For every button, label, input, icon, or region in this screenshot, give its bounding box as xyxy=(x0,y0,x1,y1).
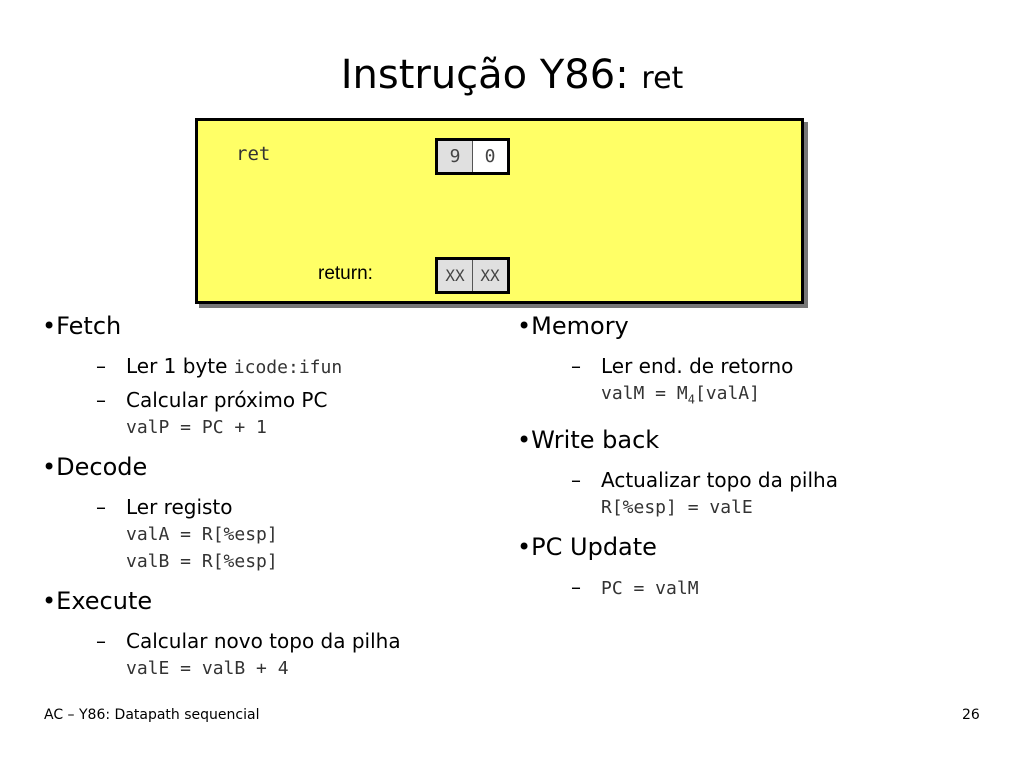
slide-title: Instrução Y86: ret xyxy=(0,52,1024,98)
dash: – xyxy=(96,388,106,412)
stage-pcupdate: •PC Update xyxy=(517,532,657,561)
dash: – xyxy=(571,467,581,492)
memory-step-1: – Ler end. de retorno valM = M4[valA] xyxy=(517,353,838,414)
decode-step-1-text: Ler registo xyxy=(126,495,233,519)
memory-code-b: [valA] xyxy=(694,383,760,404)
memory-code-sub: 4 xyxy=(687,392,695,407)
stage-writeback: •Write back xyxy=(517,425,660,454)
stage-memory: •Memory xyxy=(517,312,629,340)
instruction-mnemonic: ret xyxy=(236,143,271,165)
title-rest: ret xyxy=(641,61,684,96)
return-byte-2: XX xyxy=(473,260,507,291)
memory-step-1-code: valM = M4[valA] xyxy=(601,380,838,414)
return-byte-1: XX xyxy=(438,260,473,291)
dash: – xyxy=(96,495,106,519)
right-column: •Memory – Ler end. de retorno valM = M4[… xyxy=(517,310,838,608)
fetch-step-1-text: Ler 1 byte xyxy=(126,354,234,378)
left-column: •Fetch – Ler 1 byte icode:ifun – Calcula… xyxy=(42,310,401,688)
dash: – xyxy=(571,354,581,378)
title-main: Instrução Y86: xyxy=(340,52,642,98)
writeback-step-1-text: Actualizar topo da pilha xyxy=(601,467,838,492)
opcode-bytes: 9 0 xyxy=(435,138,510,175)
opcode-byte-icode: 9 xyxy=(438,141,473,172)
fetch-step-1-code: icode:ifun xyxy=(233,357,343,378)
writeback-step-1-code: R[%esp] = valE xyxy=(601,496,753,518)
decode-step-1-code-a: valA = R[%esp] xyxy=(126,524,278,545)
fetch-step-2-code: valP = PC + 1 xyxy=(126,417,267,438)
stage-decode: •Decode xyxy=(42,453,148,481)
memory-code-a: valM = M xyxy=(601,383,688,404)
fetch-step-2: – Calcular próximo PC valP = PC + 1 xyxy=(42,387,401,441)
stage-fetch: •Fetch xyxy=(42,312,122,340)
memory-step-1-text: Ler end. de retorno xyxy=(601,354,794,378)
stage-execute: •Execute xyxy=(42,587,153,615)
opcode-byte-ifun: 0 xyxy=(473,141,507,172)
pcupdate-step-1: – PC = valM xyxy=(517,574,838,602)
pcupdate-step-1-code: PC = valM xyxy=(601,577,699,599)
page-number: 26 xyxy=(962,707,980,723)
execute-step-1-text: Calcular novo topo da pilha xyxy=(126,629,401,653)
execute-step-1-code: valE = valB + 4 xyxy=(126,658,289,679)
fetch-step-2-text: Calcular próximo PC xyxy=(126,388,328,412)
dash: – xyxy=(96,354,106,378)
return-bytes: XX XX xyxy=(435,257,510,294)
execute-step-1: – Calcular novo topo da pilha valE = val… xyxy=(42,628,401,682)
dash: – xyxy=(571,574,581,599)
decode-step-1: – Ler registo valA = R[%esp] valB = R[%e… xyxy=(42,494,401,575)
fetch-step-1: – Ler 1 byte icode:ifun xyxy=(42,353,401,381)
dash: – xyxy=(96,629,106,653)
instruction-diagram: ret 9 0 return: XX XX xyxy=(195,118,804,304)
decode-step-1-code-b: valB = R[%esp] xyxy=(126,551,278,572)
return-label: return: xyxy=(318,263,373,284)
writeback-step-1: – Actualizar topo da pilha R[%esp] = val… xyxy=(517,467,838,521)
footer-text: AC – Y86: Datapath sequencial xyxy=(44,707,260,723)
